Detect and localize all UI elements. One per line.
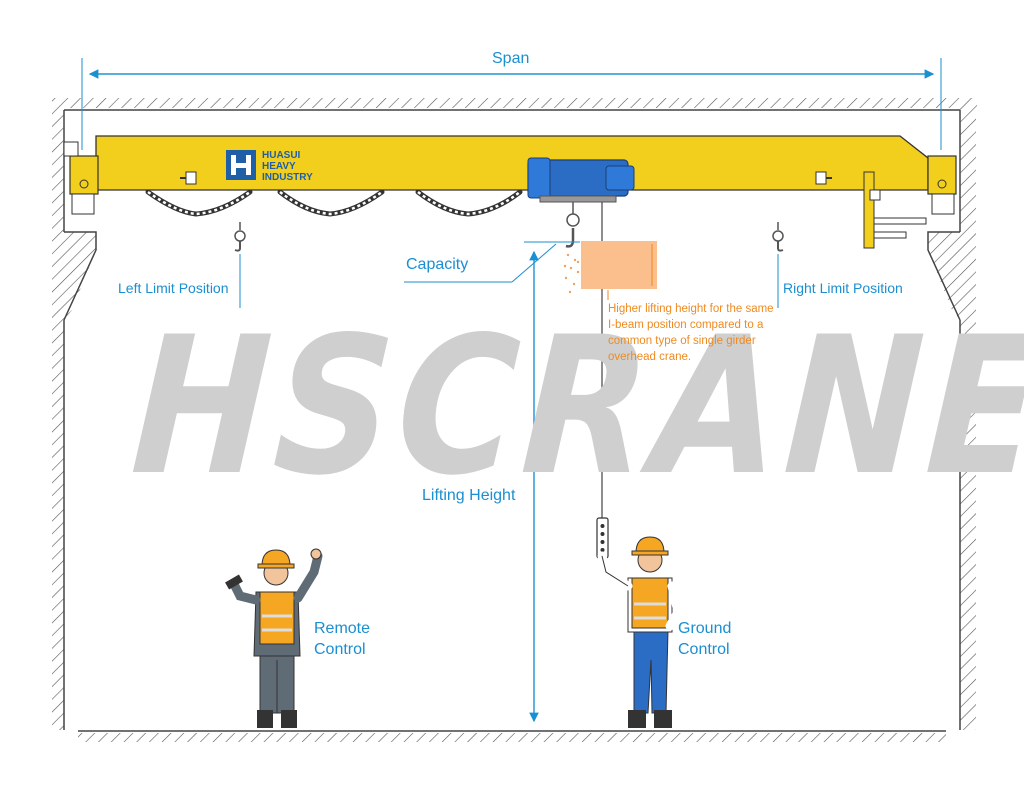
girder — [63, 135, 957, 215]
left-limit-label: Left Limit Position — [118, 280, 229, 296]
ground-control-line-1: Ground — [678, 620, 732, 637]
ground-control-line-2: Control — [678, 641, 730, 658]
span-label: Span — [492, 50, 530, 67]
span-dimension — [81, 58, 942, 150]
left-limit-hook-icon — [234, 222, 246, 308]
capacity-label: Capacity — [406, 256, 469, 273]
lifting-height-note: Higher lifting height for the same I-bea… — [608, 303, 774, 363]
right-limit-hook-icon — [772, 222, 784, 308]
worker-remote-control — [225, 548, 323, 728]
logo-line-3: INDUSTRY — [262, 172, 313, 183]
lifting-height-label: Lifting Height — [422, 487, 516, 504]
load-area — [563, 241, 657, 300]
logo-line-2: HEAVY — [262, 161, 296, 172]
electric-hoist — [527, 157, 635, 559]
remote-control-line-1: Remote — [314, 620, 371, 637]
ground-control-label: Ground Control — [678, 618, 731, 660]
remote-control-label: Remote Control — [314, 618, 370, 660]
logo-text: HUASUI HEAVY INDUSTRY — [262, 150, 313, 183]
building-structure — [52, 98, 977, 742]
festoon-cable — [145, 189, 523, 217]
conductor-arm — [863, 171, 927, 249]
right-limit-label: Right Limit Position — [783, 280, 903, 296]
logo-line-1: HUASUI — [262, 150, 301, 161]
logo-mark — [226, 150, 256, 180]
watermark: HSCRANE — [126, 296, 1024, 517]
lifting-height-dimension — [524, 241, 580, 723]
remote-control-line-2: Control — [314, 641, 366, 658]
worker-ground-control — [597, 536, 683, 728]
